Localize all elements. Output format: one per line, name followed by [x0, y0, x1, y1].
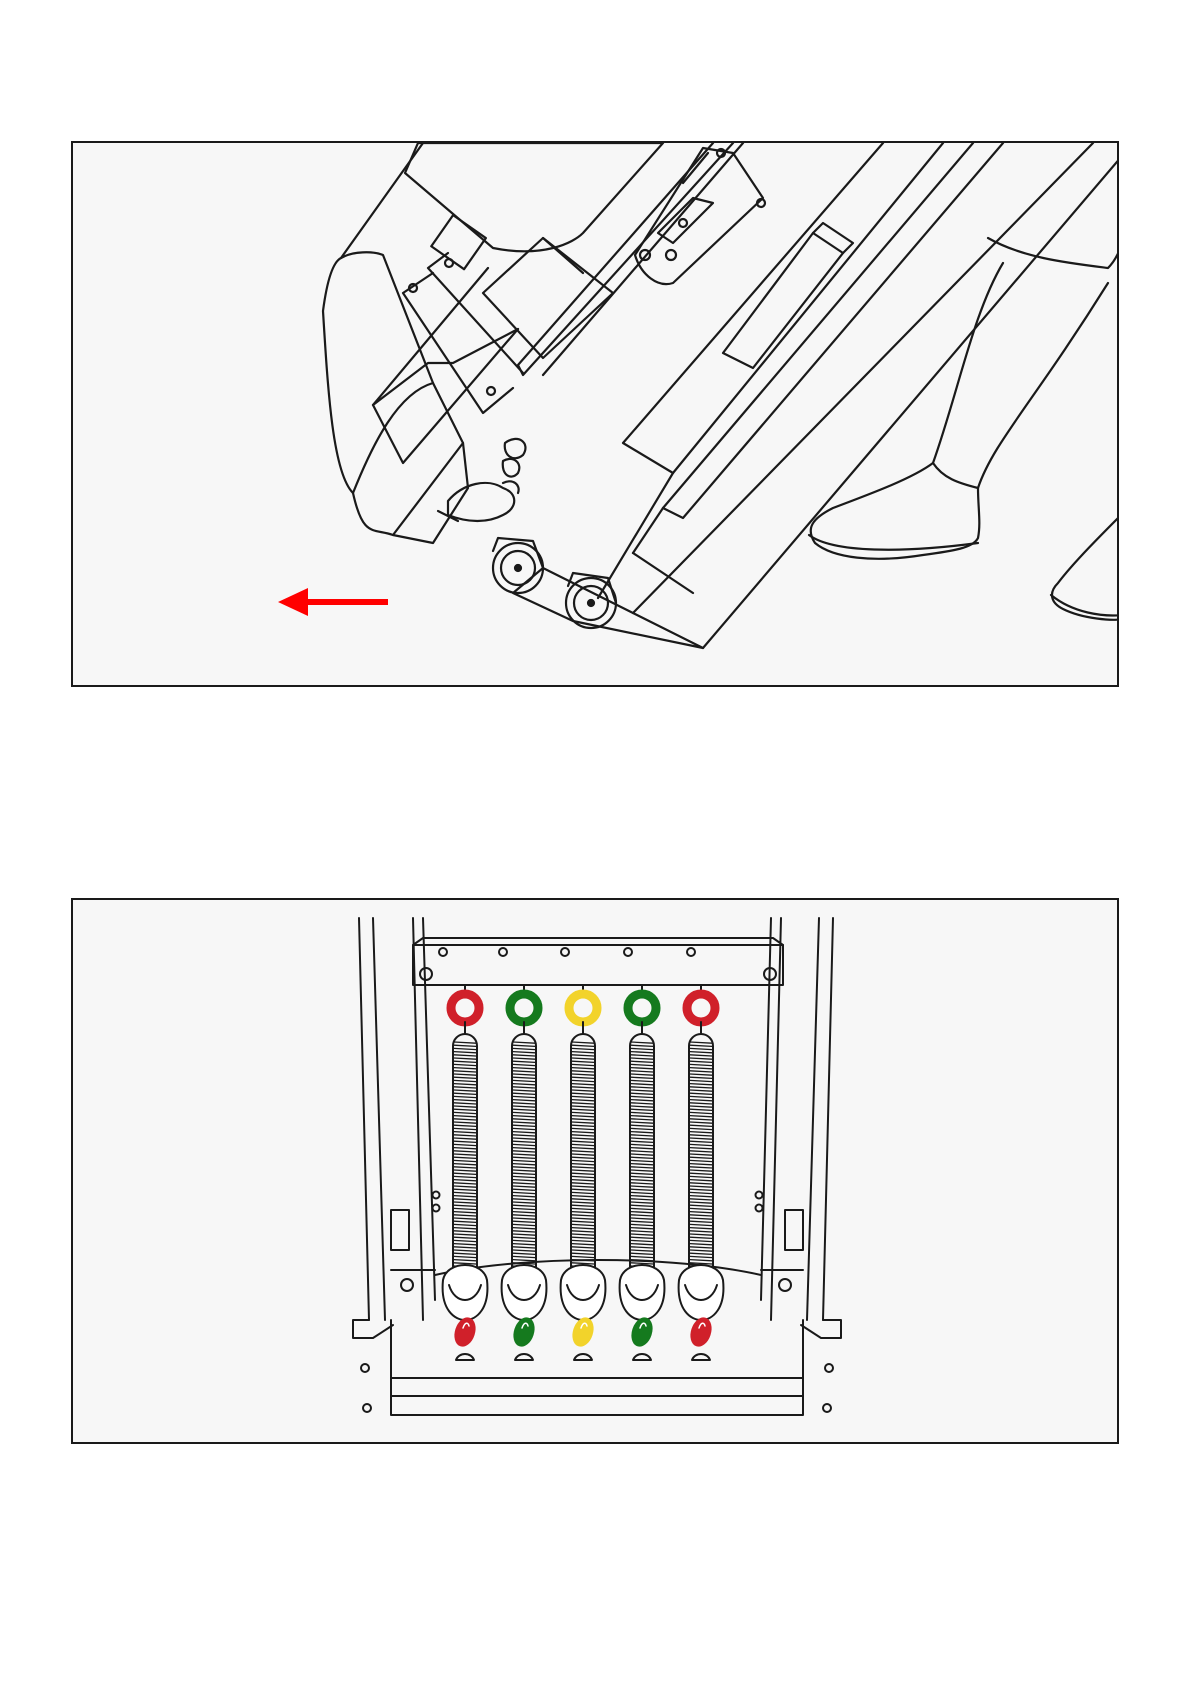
right-upright [756, 918, 842, 1338]
spring-ring-red [451, 994, 479, 1022]
spring-strap [620, 1265, 665, 1320]
treadmill-tilt-illustration [73, 143, 1117, 685]
spring-windings [454, 1042, 476, 1293]
spring-windings [513, 1042, 535, 1293]
spring-4 [620, 985, 665, 1360]
spring-ring-yellow [569, 994, 597, 1022]
base-slot [692, 1354, 710, 1360]
spring-tag-green [629, 1316, 655, 1348]
base-slot [515, 1354, 533, 1360]
spring-windings [572, 1042, 594, 1293]
spring-rack-illustration [73, 900, 1117, 1442]
spring-tag-red [452, 1316, 478, 1348]
spring-2 [502, 985, 547, 1360]
treadmill-frame [513, 143, 1117, 648]
spring-ring-red [687, 994, 715, 1022]
spring-windings [631, 1042, 653, 1293]
springs-group [443, 985, 724, 1360]
spring-strap [679, 1265, 724, 1320]
spring-5 [679, 985, 724, 1360]
spring-windings [690, 1042, 712, 1293]
top-illustration-panel [71, 141, 1119, 687]
spring-ring-green [510, 994, 538, 1022]
spring-strap [502, 1265, 547, 1320]
direction-arrow-left [278, 588, 388, 616]
spring-tag-green [511, 1316, 537, 1348]
transport-wheels [493, 538, 616, 628]
bottom-illustration-panel [71, 898, 1119, 1444]
motor-hood [373, 143, 663, 463]
spring-strap [443, 1265, 488, 1320]
spring-tag-red [688, 1316, 714, 1348]
spring-tag-yellow [570, 1316, 596, 1348]
spring-1 [443, 985, 488, 1360]
spring-3 [561, 985, 606, 1360]
side-panel-box [723, 223, 853, 368]
top-crossbar [413, 938, 783, 985]
base-slot [574, 1354, 592, 1360]
lock-latch [438, 439, 525, 521]
person-legs [809, 233, 1117, 620]
base-slot [456, 1354, 474, 1360]
left-upright [353, 918, 440, 1338]
pivot-bracket [635, 148, 765, 284]
console-cushion [323, 143, 468, 543]
spring-ring-green [628, 994, 656, 1022]
base-slot [633, 1354, 651, 1360]
spring-strap [561, 1265, 606, 1320]
